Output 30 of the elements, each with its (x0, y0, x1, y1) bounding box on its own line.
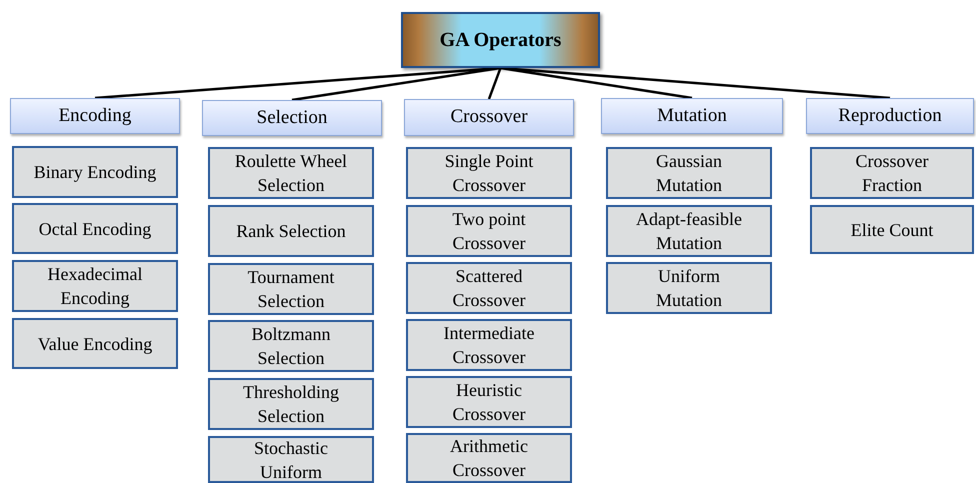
operator-box: Intermediate Crossover (406, 319, 572, 371)
category-box: Crossover (404, 99, 574, 136)
operator-box: Thresholding Selection (208, 378, 374, 430)
connector-line (500, 66, 890, 100)
root-box: GA Operators (401, 12, 600, 68)
operator-box: Rank Selection (208, 205, 374, 257)
operator-box: Arithmetic Crossover (406, 433, 572, 483)
operator-box: Value Encoding (12, 318, 178, 369)
operator-box: Two point Crossover (406, 205, 572, 257)
category-box: Encoding (10, 98, 180, 134)
category-box: Selection (202, 100, 382, 136)
operator-box: Single Point Crossover (406, 147, 572, 199)
operator-box: Hexadecimal Encoding (12, 260, 178, 312)
operator-box: Stochastic Uniform (208, 436, 374, 483)
operator-box: Tournament Selection (208, 263, 374, 315)
operator-box: Roulette Wheel Selection (208, 147, 374, 199)
operator-box: Binary Encoding (12, 146, 178, 198)
operator-box: Heuristic Crossover (406, 376, 572, 428)
category-box: Reproduction (806, 98, 974, 134)
operator-box: Elite Count (810, 205, 974, 254)
category-box: Mutation (601, 98, 783, 134)
operator-box: Boltzmann Selection (208, 320, 374, 372)
connector-line (488, 68, 502, 100)
connector-line (292, 66, 501, 102)
operator-box: Gaussian Mutation (606, 147, 772, 199)
operator-box: Uniform Mutation (606, 262, 772, 314)
operator-box: Scattered Crossover (406, 262, 572, 314)
operator-box: Adapt-feasible Mutation (606, 205, 772, 257)
operator-box: Crossover Fraction (810, 147, 974, 199)
operator-box: Octal Encoding (12, 203, 178, 254)
